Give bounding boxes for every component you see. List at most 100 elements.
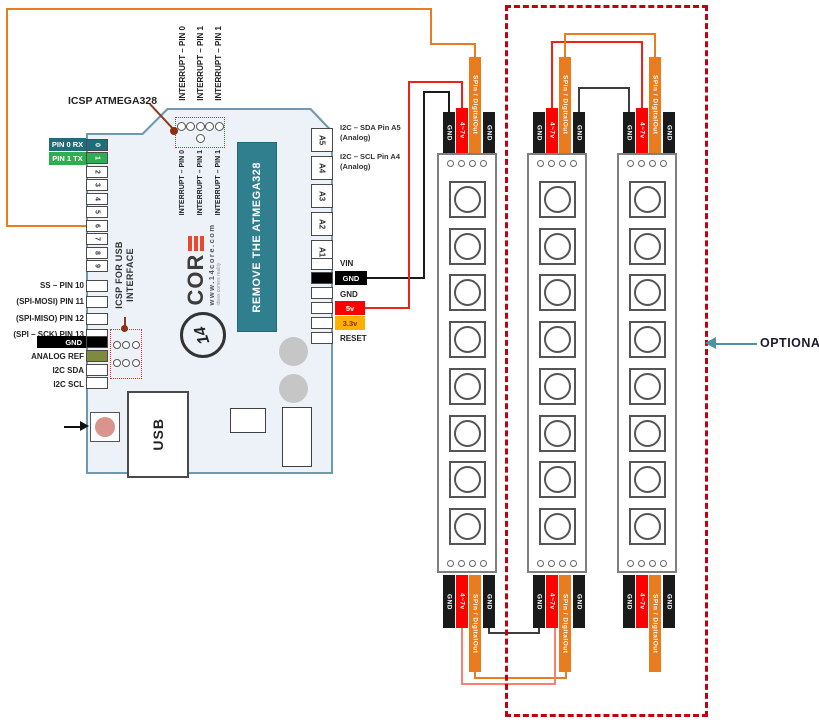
- solder-pads: [529, 555, 585, 571]
- i2c-scl-note: I2C – SCL Pin A4(Analog): [340, 152, 401, 171]
- gnd-label-chip: GND: [37, 336, 86, 348]
- vin-pin: [311, 258, 333, 270]
- analog-pin-a5: A5: [311, 128, 333, 152]
- digital-pin-5: 5: [86, 206, 108, 218]
- strip-tag-power: 4~7v: [456, 575, 468, 628]
- wire-jumper-data-top-v2: [654, 33, 656, 58]
- led-module: [538, 274, 576, 312]
- led-module: [538, 367, 576, 405]
- tx-label-chip: PIN 1 TX: [49, 152, 86, 165]
- led-module: [448, 508, 486, 546]
- icsp-leader-dot: [170, 127, 178, 135]
- wire-jumper-data-top-v1: [564, 33, 566, 58]
- strip-tag-power: 4~7v: [546, 108, 558, 153]
- wire-5v-h1: [365, 307, 410, 309]
- strip-body: [437, 153, 497, 573]
- wire-gnd-h2: [423, 91, 450, 93]
- usb-port: USB: [127, 391, 189, 478]
- wire-jumper-data-bot-h: [474, 677, 567, 679]
- strip-tag-gnd: GND: [443, 112, 455, 153]
- icsp-usb-leader-line: [124, 317, 126, 328]
- strip-body: [527, 153, 587, 573]
- digital-pin-0: 0: [86, 139, 108, 151]
- led-module: [538, 180, 576, 218]
- strip-tag-gnd: GND: [623, 575, 635, 628]
- interrupt-label-top-0: INTERRUPT – PIN 0: [178, 25, 187, 101]
- i2c-sda-note: I2C – SDA Pin A5(Analog): [340, 123, 401, 142]
- wire-jumper-gnd-top-h: [578, 87, 630, 89]
- wire-jumper-gnd-bot-h: [488, 632, 540, 634]
- vin-label: VIN: [340, 259, 354, 268]
- digital-pin-6: 6: [86, 220, 108, 232]
- interrupt-label-top-1: INTERRUPT – PIN 1: [196, 25, 205, 101]
- reset-arrow: [64, 426, 81, 428]
- gnd-power-chip: GND: [335, 271, 367, 285]
- led-module: [538, 321, 576, 359]
- strip-tag-gnd: GND: [533, 112, 545, 153]
- led-module: [628, 321, 666, 359]
- logo-url: www.14core.com: [206, 223, 216, 306]
- wire-jumper-5v-top-v1: [551, 41, 553, 110]
- strip-tag-data: SPin / DigitalOut: [649, 575, 661, 672]
- wire-jumper-gnd-top-v1: [578, 87, 580, 114]
- strip-body: [617, 153, 677, 573]
- logo-name: COR: [182, 253, 208, 306]
- wire-jumper-5v-bot-v2: [554, 628, 556, 685]
- icsp-pin-hole: [122, 359, 130, 368]
- solder-pads: [439, 155, 495, 171]
- optional-region-border: [505, 5, 708, 717]
- wire-jumper-gnd-top-v2: [628, 87, 630, 114]
- component-block: [282, 407, 312, 467]
- icsp-usb-leader-dot: [121, 325, 128, 332]
- wire-gnd-v1: [423, 91, 425, 279]
- aref-label: ANALOG REF: [31, 352, 84, 361]
- digital-pin-4: 4: [86, 193, 108, 205]
- 3v3-chip: 3.3v: [335, 316, 365, 330]
- wire-data-v1: [6, 8, 8, 227]
- led-strip-3: GND 4~7v SPin / DigitalOut GND GND 4~7v …: [617, 0, 677, 723]
- gnd1-pin: [311, 272, 333, 284]
- led-module: [448, 227, 486, 265]
- 5v-pin: [311, 302, 333, 314]
- reset-label: RESET: [340, 334, 367, 343]
- wire-jumper-5v-bot-v1: [461, 628, 463, 685]
- chip-label: REMOVE THE ATMEGA328: [251, 161, 263, 313]
- wire-jumper-data-top-h: [564, 33, 656, 35]
- strip-tag-power: 4~7v: [636, 108, 648, 153]
- optional-arrow-icon: [705, 337, 716, 349]
- analog-pin-a3: A3: [311, 184, 333, 208]
- wire-jumper-gnd-bot-v2: [538, 628, 540, 634]
- strip-tag-data: SPin / DigitalOut: [649, 57, 661, 153]
- interrupt-label-top-2: INTERRUPT – PIN 1: [214, 25, 223, 101]
- pin10-label: SS – PIN 10: [39, 281, 84, 290]
- interrupt-label-inner-2: INTERRUPT – PIN 1: [215, 150, 222, 216]
- digital-pin-7: 7: [86, 233, 108, 245]
- digital-pin-12: [86, 313, 108, 325]
- icsp-pin-hole: [195, 121, 205, 131]
- analog-pin-a2: A2: [311, 212, 333, 236]
- 14core-logo: 14 COR www.14core.com ideas comes realit…: [172, 216, 234, 366]
- icsp-atmega-label: ICSP ATMEGA328: [68, 95, 158, 107]
- led-module: [448, 367, 486, 405]
- led-module: [628, 508, 666, 546]
- led-module: [538, 227, 576, 265]
- strip-tag-data: SPin / DigitalOut: [559, 57, 571, 153]
- optional-label: OPTIONAL: [760, 336, 819, 350]
- solder-pads: [529, 155, 585, 171]
- sda-label: I2C SDA: [52, 366, 84, 375]
- reset-button-cap: [95, 417, 115, 437]
- solder-pads: [619, 155, 675, 171]
- strip-tag-gnd: GND: [483, 575, 495, 628]
- strip-tag-power: 4~7v: [546, 575, 558, 628]
- wire-jumper-data-bot-v1: [474, 670, 476, 679]
- led-strip-2: GND 4~7v SPin / DigitalOut GND GND 4~7v …: [527, 0, 587, 723]
- wire-data-v2: [430, 8, 432, 45]
- digital-pin-10: [86, 280, 108, 292]
- wire-data-h3: [430, 43, 476, 45]
- wire-jumper-data-bot-v2: [565, 670, 567, 679]
- strip-tag-gnd: GND: [443, 575, 455, 628]
- strip-tag-gnd: GND: [483, 112, 495, 153]
- wire-jumper-gnd-bot-v1: [488, 628, 490, 634]
- reset-pin: [311, 332, 333, 344]
